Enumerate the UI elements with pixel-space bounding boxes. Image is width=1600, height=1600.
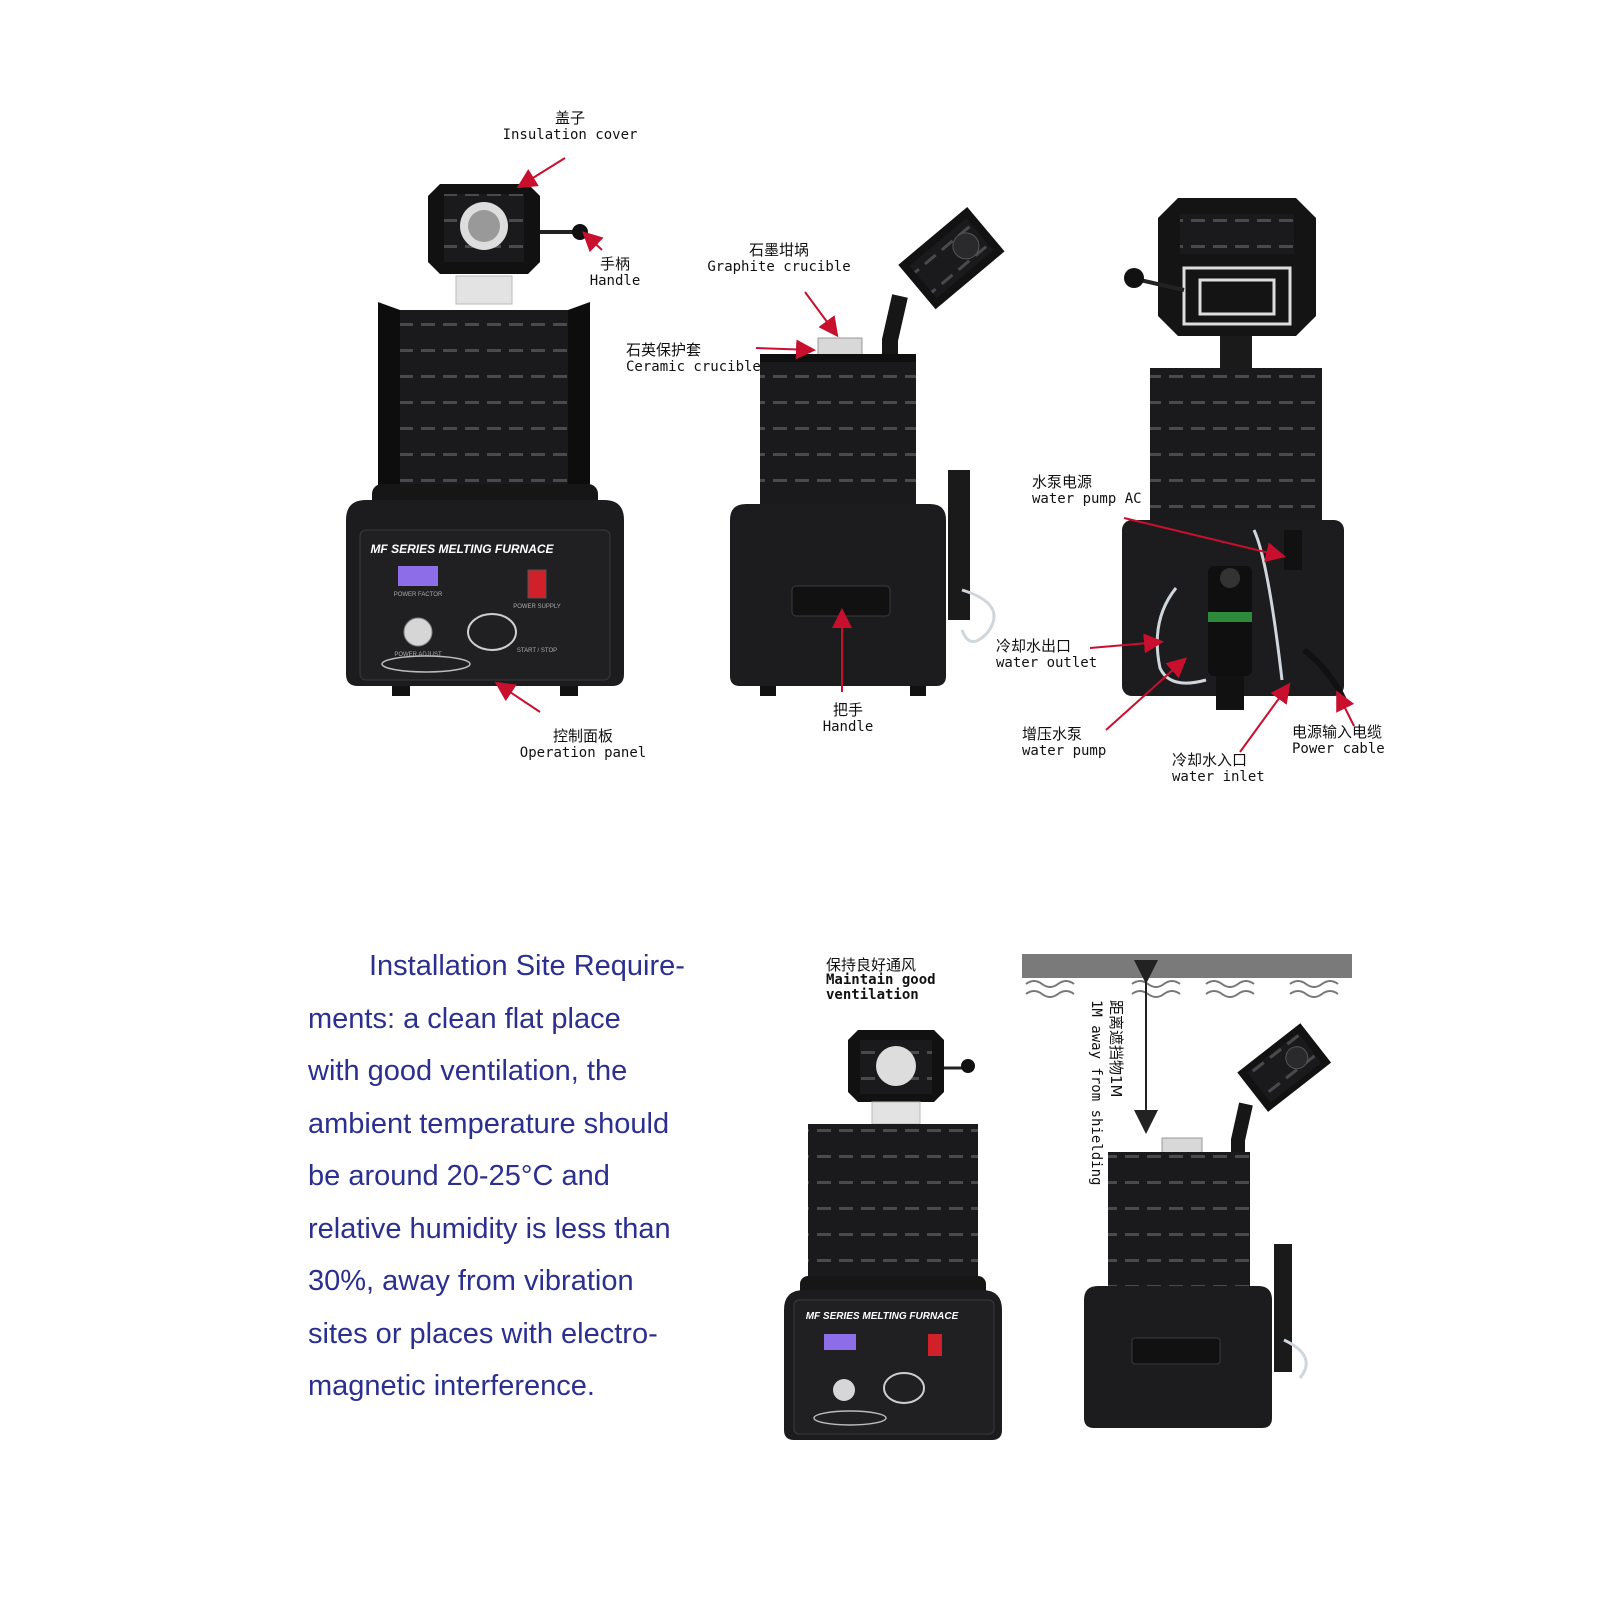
label-insulation-cover-zh: 盖子 <box>554 109 585 127</box>
start-stop-label: START / STOP <box>517 648 557 654</box>
arrow-operation-panel <box>494 681 541 713</box>
shielding-ceiling <box>1022 954 1352 978</box>
label-ventilation-en: Maintain good ventilation <box>826 972 936 1003</box>
label-ventilation: 保持良好通风 Maintain good ventilation <box>826 958 966 1003</box>
label-handle-front-zh: 把手 <box>832 701 863 719</box>
requirements-line: magnetic interference. <box>308 1370 595 1402</box>
label-operation-panel-en: Operation panel <box>519 745 647 761</box>
label-water-outlet-zh: 冷却水出口 <box>996 637 1072 655</box>
power-factor-display <box>398 566 438 586</box>
label-graphite-crucible-en: Graphite crucible <box>707 259 851 275</box>
front-handle[interactable] <box>791 585 891 617</box>
label-ceramic-crucible-zh: 石英保护套 <box>626 341 702 359</box>
label-shielding-en: 1M away from shielding <box>1088 1000 1104 1186</box>
panel-brand: MF SERIES MELTING FURNACE <box>370 542 554 556</box>
label-water-inlet-en: water inlet <box>1172 769 1265 785</box>
label-shielding: 距离遮挡物1M 1M away from shielding <box>1086 1000 1126 1200</box>
label-handle-top: 手柄 Handle <box>575 256 655 290</box>
furnace-rear-view <box>1089 198 1355 753</box>
requirements-line: sites or places with electro- <box>308 1317 658 1350</box>
arrow-graphite-crucible <box>804 291 839 338</box>
furnace-front-view: MF SERIES MELTING FURNACE POWER FACTOR P… <box>346 157 624 713</box>
power-adjust-knob[interactable] <box>403 617 433 647</box>
label-graphite-crucible: 石墨坩埚 Graphite crucible <box>704 242 854 276</box>
label-power-cable-en: Power cable <box>1292 741 1385 757</box>
arrow-handle-top <box>582 231 604 253</box>
installation-requirements: Installation Site Require- ments: a clea… <box>308 940 748 1413</box>
requirements-line: with good ventilation, the <box>308 1055 628 1087</box>
furnace-clearance-view <box>1022 954 1352 1428</box>
arrow-power-cable <box>1336 690 1355 727</box>
label-graphite-crucible-zh: 石墨坩埚 <box>748 241 809 259</box>
arrow-ceramic-crucible <box>755 339 816 360</box>
label-operation-panel: 控制面板 Operation panel <box>508 728 658 762</box>
label-water-pump: 增压水泵 water pump <box>1022 726 1122 760</box>
label-ceramic-crucible-en: Ceramic crucible <box>626 359 761 375</box>
label-water-inlet: 冷却水入口 water inlet <box>1172 752 1282 786</box>
label-shielding-zh: 距离遮挡物1M <box>1107 1000 1125 1098</box>
label-water-pump-ac-en: water pump AC <box>1032 491 1142 507</box>
furnace-side-view <box>730 206 1005 696</box>
power-adjust-label: POWER ADJUST <box>394 652 442 658</box>
label-handle-top-en: Handle <box>589 273 641 289</box>
power-supply-label: POWER SUPPLY <box>513 604 561 610</box>
label-handle-top-zh: 手柄 <box>599 255 630 273</box>
label-water-pump-en: water pump <box>1022 743 1107 759</box>
label-handle-front-en: Handle <box>822 719 874 735</box>
tilted-cover <box>898 206 1005 310</box>
label-water-outlet: 冷却水出口 water outlet <box>996 638 1106 672</box>
arrow-insulation-cover <box>516 157 566 189</box>
label-ceramic-crucible: 石英保护套 Ceramic crucible <box>626 342 766 376</box>
label-power-cable: 电源输入电缆 Power cable <box>1292 724 1422 758</box>
furnace-front-view-small: MF SERIES MELTING FURNACE <box>784 1030 1002 1440</box>
requirements-line: ments: a clean flat place <box>308 1002 621 1035</box>
arrow-water-pump <box>1105 657 1187 731</box>
arrow-water-pump-ac <box>1123 517 1286 562</box>
operation-panel: MF SERIES MELTING FURNACE POWER FACTOR P… <box>359 529 611 681</box>
label-water-outlet-en: water outlet <box>996 655 1098 671</box>
label-water-pump-ac: 水泵电源 water pump AC <box>1032 474 1152 508</box>
label-power-cable-zh: 电源输入电缆 <box>1292 723 1383 741</box>
label-water-inlet-zh: 冷却水入口 <box>1172 751 1248 769</box>
label-water-pump-zh: 增压水泵 <box>1022 725 1083 743</box>
arrow-water-outlet <box>1089 633 1164 654</box>
label-insulation-cover-en: Insulation cover <box>502 127 638 143</box>
furnace-tower <box>378 302 590 500</box>
panel-brand-small: MF SERIES MELTING FURNACE <box>806 1311 959 1322</box>
power-factor-label: POWER FACTOR <box>394 592 443 598</box>
power-supply-switch[interactable] <box>527 569 547 599</box>
label-handle-front: 把手 Handle <box>808 702 888 736</box>
arrow-water-inlet <box>1239 682 1291 753</box>
requirements-line: Installation Site Require- <box>369 950 685 982</box>
label-operation-panel-zh: 控制面板 <box>552 727 613 745</box>
heat-waves <box>1025 980 1339 998</box>
label-insulation-cover: 盖子 Insulation cover <box>500 110 640 144</box>
requirements-line: ambient temperature should <box>308 1107 670 1140</box>
requirements-line: be around 20-25°C and <box>308 1160 610 1192</box>
label-ventilation-zh: 保持良好通风 <box>826 956 917 974</box>
requirements-line: relative humidity is less than <box>308 1212 671 1245</box>
requirements-line: 30%, away from vibration <box>308 1265 634 1297</box>
label-water-pump-ac-zh: 水泵电源 <box>1032 473 1093 491</box>
insulation-cover <box>428 184 588 305</box>
